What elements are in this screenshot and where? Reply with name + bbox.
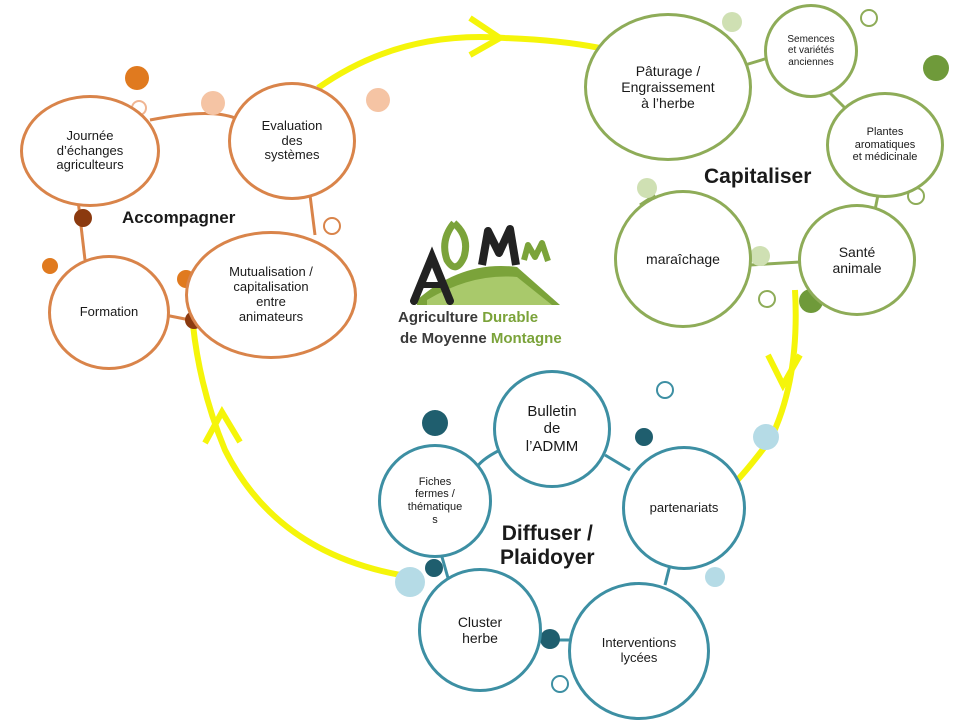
node-semences-label: Semences et variétés anciennes	[787, 33, 835, 68]
dot-blue-dark-1	[422, 410, 448, 436]
dot-peach-2	[366, 88, 390, 112]
node-partenariats: partenariats	[622, 446, 746, 570]
logo-text-line1: Agriculture Durable	[398, 309, 538, 326]
node-evaluation-systemes: Evaluation des systèmes	[228, 82, 356, 200]
arrowhead-1	[468, 15, 506, 58]
dot-brown-1	[74, 209, 92, 227]
dot-blue-dark-3	[425, 559, 443, 577]
node-sante-animale: Santé animale	[798, 204, 916, 316]
dot-green-light-1	[722, 12, 742, 32]
arrowhead-3	[202, 405, 243, 445]
dot-blue-light-3	[395, 567, 425, 597]
node-cluster-herbe: Cluster herbe	[418, 568, 542, 692]
node-paturage-label: Pâturage / Engraissement à l’herbe	[621, 62, 715, 112]
logo-text-line2: de Moyenne Montagne	[400, 330, 562, 347]
node-fiches-label: Fiches fermes / thématique s	[407, 475, 463, 526]
node-semences: Semences et variétés anciennes	[764, 4, 858, 98]
dot-blue-light-1	[753, 424, 779, 450]
cycle-arrow-accompagner-capitaliser	[316, 34, 601, 91]
node-bulletin: Bulletin de l’ADMM	[493, 370, 611, 488]
dot-blue-light-2	[705, 567, 725, 587]
node-bulletin-label: Bulletin de l’ADMM	[525, 403, 579, 455]
node-fiches: Fiches fermes / thématique s	[378, 444, 492, 558]
hub-capitaliser: Capitaliser	[704, 165, 812, 188]
ring-blue-1	[656, 381, 674, 399]
logo-letter-m1	[478, 225, 520, 266]
node-cluster-label: Cluster herbe	[457, 613, 503, 646]
node-journee-label: Journée d’échanges agriculteurs	[56, 127, 124, 173]
node-maraichage: maraîchage	[614, 190, 752, 328]
cycle-arrow-diffuser-accompagner	[190, 324, 421, 581]
node-maraichage-label: maraîchage	[646, 250, 720, 267]
logo-word-durable: Durable	[482, 309, 539, 326]
node-plantes-label: Plantes aromatiques et médicinale	[852, 126, 918, 164]
node-journee-echanges: Journée d’échanges agriculteurs	[20, 95, 160, 207]
dot-blue-dark-2	[635, 428, 653, 446]
logo-word-agriculture: Agriculture	[398, 309, 479, 326]
node-plantes: Plantes aromatiques et médicinale	[826, 92, 944, 198]
admm-logo	[410, 220, 560, 305]
node-evaluation-label: Evaluation des systèmes	[261, 117, 323, 163]
node-interventions-label: Interventions lycées	[601, 635, 677, 665]
logo-letter-m2	[521, 240, 551, 262]
ring-green-1	[860, 9, 878, 27]
ring-green-3	[758, 290, 776, 308]
hub-accompagner: Accompagner	[122, 208, 236, 227]
logo-word-moyenne: de Moyenne	[400, 330, 487, 347]
node-interventions: Interventions lycées	[568, 582, 710, 720]
dot-orange-2	[42, 258, 58, 274]
ring-blue-2	[551, 675, 569, 693]
dot-peach-1	[201, 91, 225, 115]
hub-diffuser: Diffuser / Plaidoyer	[500, 522, 595, 570]
dot-green-light-3	[750, 246, 770, 266]
logo-word-montagne: Montagne	[490, 330, 562, 347]
node-formation: Formation	[48, 255, 170, 370]
logo-letter-d	[441, 220, 470, 271]
ring-orange-2	[323, 217, 341, 235]
dot-green-2	[923, 55, 949, 81]
node-mutualisation-label: Mutualisation / capitalisation entre ani…	[229, 264, 313, 324]
dot-green-light-2	[637, 178, 657, 198]
node-sante-label: Santé animale	[832, 243, 882, 276]
node-mutualisation: Mutualisation / capitalisation entre ani…	[185, 231, 357, 359]
cycle-arrow-capitaliser-diffuser	[723, 289, 799, 495]
node-formation-label: Formation	[79, 304, 139, 320]
arrowhead-2	[765, 353, 803, 392]
node-paturage: Pâturage / Engraissement à l’herbe	[584, 13, 752, 161]
dot-orange-1	[125, 66, 149, 90]
node-partenariats-label: partenariats	[649, 499, 719, 515]
dot-blue-dark-4	[540, 629, 560, 649]
